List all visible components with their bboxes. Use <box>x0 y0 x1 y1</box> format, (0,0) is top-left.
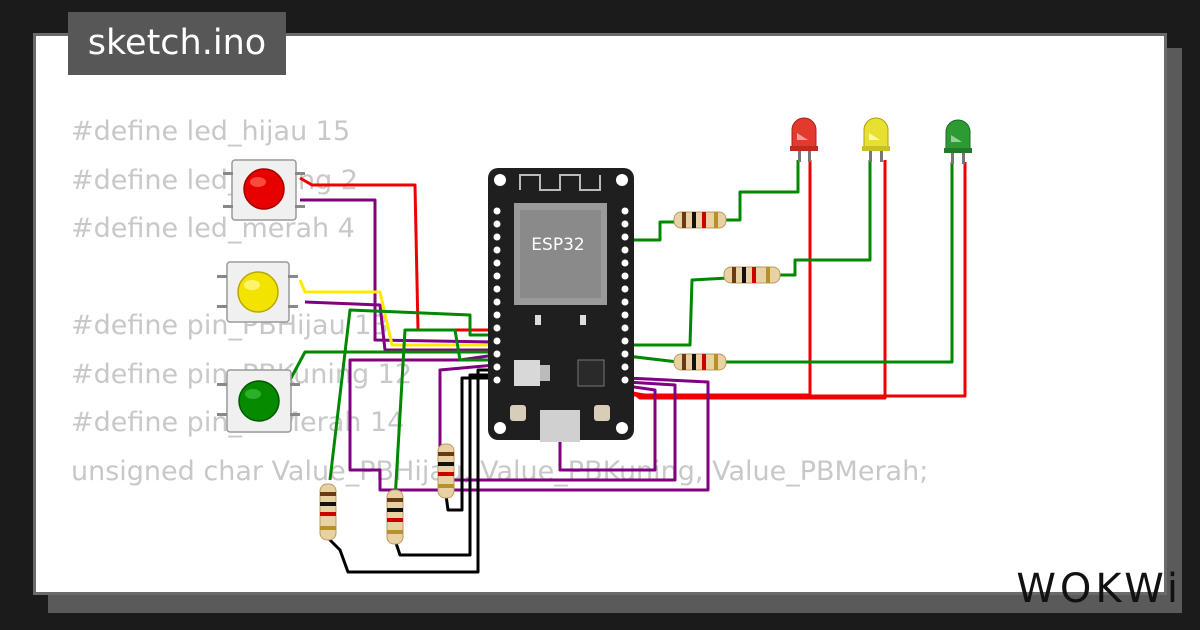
wire-purple <box>304 300 495 352</box>
wire-green <box>627 276 729 347</box>
wire-purple <box>300 198 496 344</box>
wire-green <box>626 354 679 364</box>
code-line: #define led_merah 4 <box>71 213 355 244</box>
wire-green <box>288 350 495 381</box>
resistor-horizontal[interactable] <box>673 211 727 229</box>
code-overlay: #define led_hijau 15 #define led_kuning … <box>71 108 928 496</box>
resistor-horizontal[interactable] <box>673 353 727 371</box>
pushbutton-green[interactable] <box>217 369 300 433</box>
led-green[interactable] <box>944 119 972 164</box>
resistor-horizontal[interactable] <box>723 266 781 284</box>
resistor-vertical[interactable] <box>437 443 455 499</box>
wokwi-logo: WOKWi <box>1016 566 1182 612</box>
led-red[interactable] <box>790 117 818 162</box>
pin-header-left <box>493 207 501 384</box>
wire-green <box>722 162 954 364</box>
wire-yellow <box>298 279 495 347</box>
resistor-vertical[interactable] <box>319 483 337 541</box>
resistor-vertical[interactable] <box>386 489 404 545</box>
code-line: #define pin_PBHijau 13 <box>71 310 389 341</box>
wire-red <box>626 162 967 398</box>
wire-black <box>326 368 495 574</box>
wire-black <box>393 373 495 557</box>
wire-black <box>444 376 495 512</box>
board-label: ESP32 <box>531 235 584 255</box>
code-line: unsigned char Value_PBHijau, Value_PBKun… <box>71 455 929 487</box>
wire-green <box>627 220 678 242</box>
wire-green <box>722 160 800 222</box>
wire-purple <box>348 353 710 492</box>
wire-green <box>775 160 872 277</box>
file-tab[interactable]: sketch.ino <box>68 12 286 75</box>
wire-purple <box>438 363 677 482</box>
wire-green <box>393 328 495 501</box>
pushbutton-red[interactable] <box>223 159 305 221</box>
esp32-board[interactable]: ESP32 <box>488 168 634 442</box>
code-line: #define led_hijau 15 <box>71 116 351 147</box>
pushbutton-yellow[interactable] <box>217 261 298 323</box>
led-yellow[interactable] <box>862 117 890 162</box>
wire-green <box>328 308 495 481</box>
pin-header-right <box>621 207 629 384</box>
